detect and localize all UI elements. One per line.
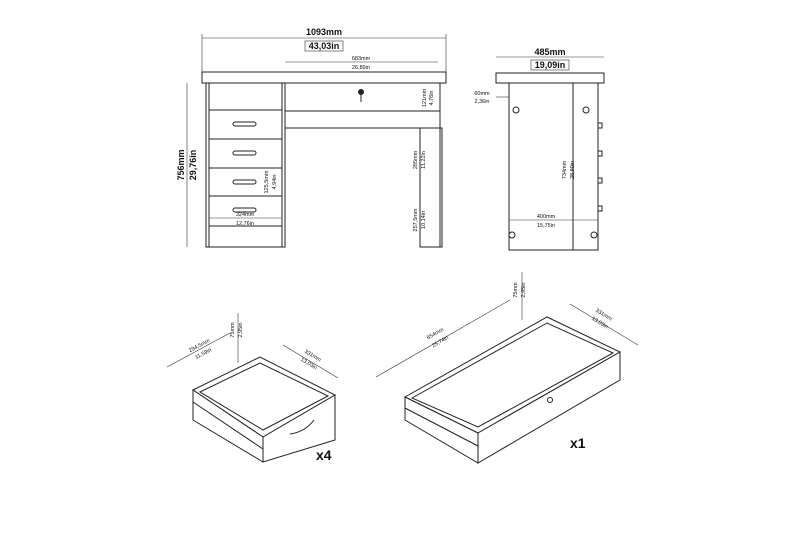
inner-depth-in: 15,75in xyxy=(537,223,555,229)
drawer-front-panel xyxy=(477,351,621,464)
drawer-handle xyxy=(289,419,315,435)
small-drawer: 294,5mm 11,59in 75mm 2,95in 331mm 13,03i… xyxy=(166,313,339,463)
large-drawer-quantity: x1 xyxy=(570,435,586,451)
drawer-handle xyxy=(232,150,257,156)
top-drawer-height-mm: 121mm xyxy=(422,88,428,107)
offset-mm-label: 60mm xyxy=(474,91,490,97)
small-drawer-quantity: x4 xyxy=(316,447,332,463)
desktop xyxy=(201,71,447,84)
drawer-width-mm: 324mm xyxy=(236,212,255,218)
lower-height-mm: 257,5mm xyxy=(413,208,419,231)
width-in-box xyxy=(304,40,344,52)
small-height-mm: 75mm xyxy=(230,322,236,338)
keyhole xyxy=(547,397,553,403)
width-in-label: 43,03in xyxy=(309,41,340,51)
front-view: 1093mm 43,03in 683mm 26,89in 756mm 29,76… xyxy=(176,27,447,248)
depth-in-label: 19,09in xyxy=(535,60,566,70)
large-height-mm: 75mm xyxy=(513,282,519,298)
knee-height-mm: 285mm xyxy=(413,150,419,169)
rail xyxy=(284,110,441,129)
drawer-handle xyxy=(232,121,257,127)
height-in-label: 29,76in xyxy=(188,150,198,181)
side-view: 485mm 19,09in 60mm 2,36in 734mm 28,90in … xyxy=(474,47,605,251)
drawer-handle xyxy=(232,207,257,213)
drawer-width-in: 12,76in xyxy=(236,221,254,227)
width-mm-label: 1093mm xyxy=(306,27,342,37)
side-desktop xyxy=(495,72,605,84)
height-mm-label: 756mm xyxy=(176,149,186,180)
large-drawer: 654mm 25,74in 75mm 2,95in 331mm 13,03in … xyxy=(375,272,639,464)
drawer-height-mm: 125,5mm xyxy=(264,170,270,193)
depth-mm-label: 485mm xyxy=(534,47,565,57)
offset-in-label: 2,36in xyxy=(475,99,490,105)
opening-in-label: 26,89in xyxy=(352,65,370,71)
side-height-in: 28,90in xyxy=(570,161,576,179)
side-height-mm: 734mm xyxy=(562,160,568,179)
knee-height-in: 11,22in xyxy=(421,151,427,169)
inner-depth-mm: 400mm xyxy=(537,214,556,220)
drawer-handle xyxy=(232,179,257,185)
right-leg xyxy=(419,127,443,248)
drawer-front-panel xyxy=(262,394,336,463)
small-height-in: 2,95in xyxy=(238,323,244,338)
large-height-in: 2,95in xyxy=(521,283,527,298)
lower-height-in: 10,14in xyxy=(421,211,427,229)
drawer-height-in: 4,94in xyxy=(272,175,278,190)
top-drawer-height-in: 4,76in xyxy=(429,91,435,106)
top-drawer-front xyxy=(284,82,441,112)
opening-mm-label: 683mm xyxy=(352,56,371,62)
